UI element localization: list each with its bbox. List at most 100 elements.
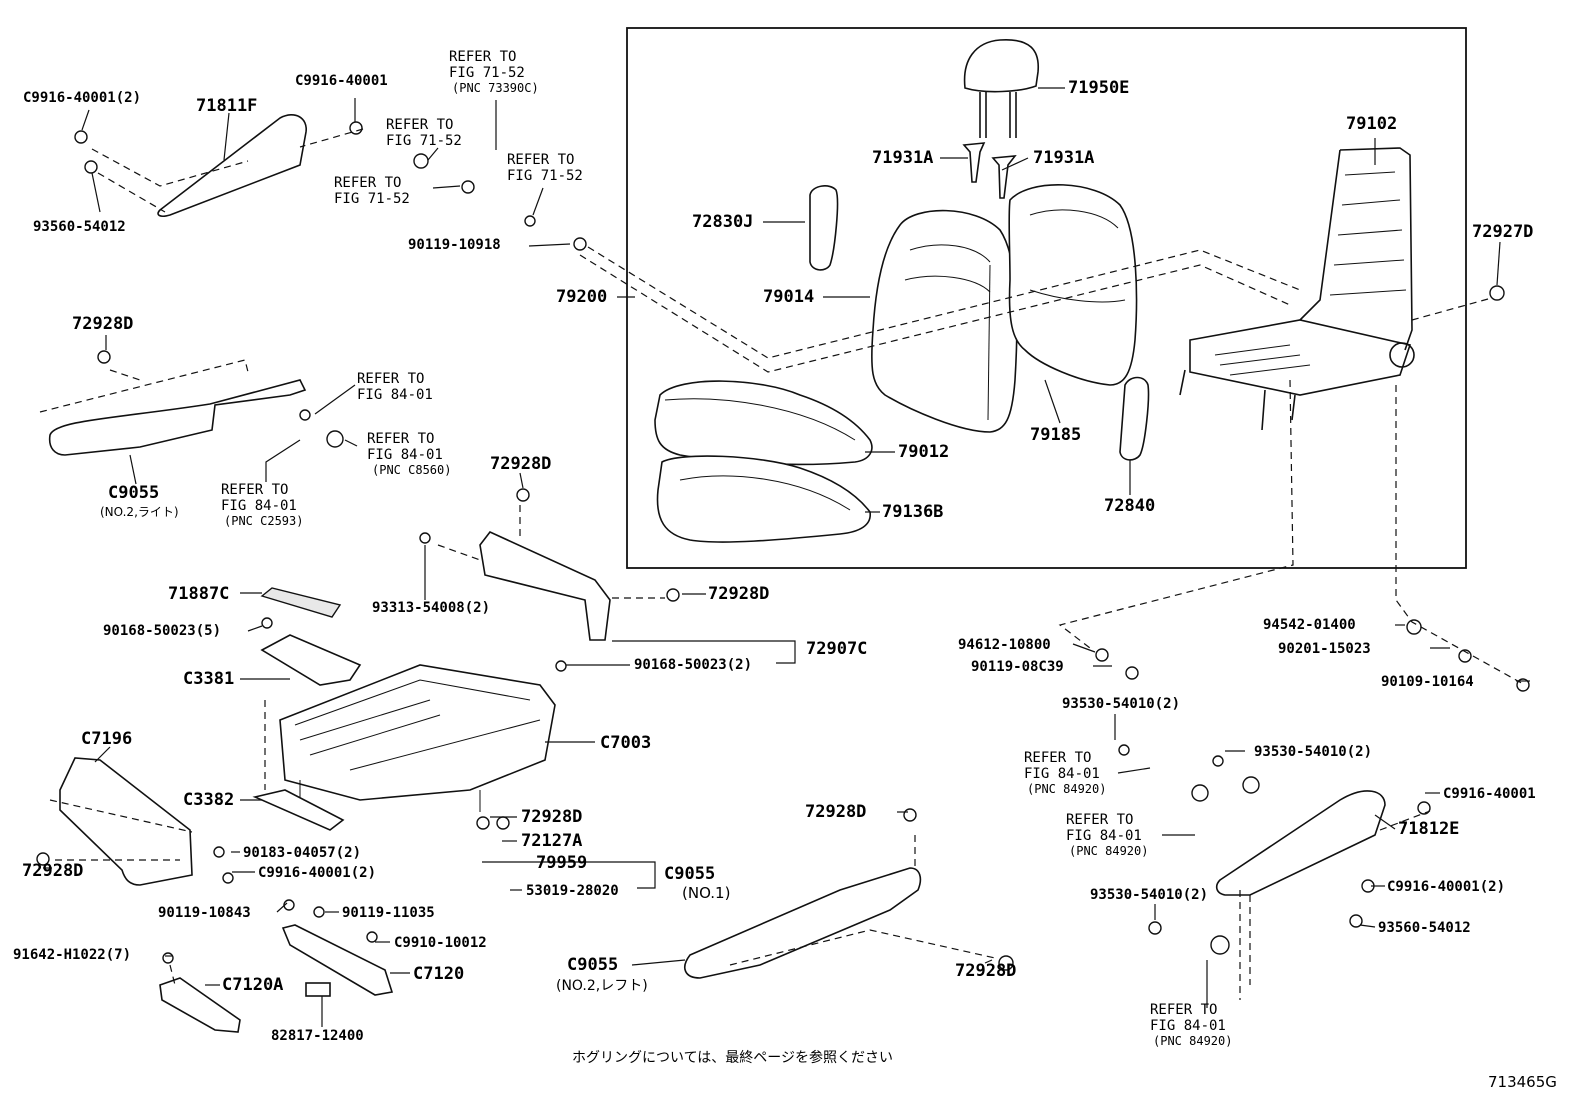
- label-c7120a: C7120A: [222, 975, 284, 995]
- cover-c7196-shape: [59, 757, 193, 886]
- label-71887c: 71887C: [168, 584, 230, 604]
- label-72840: 72840: [1104, 496, 1156, 516]
- cover-72907c-shape: [479, 531, 611, 641]
- label-72928d-g: 72928D: [955, 961, 1017, 981]
- seatback-pad-shape: [1008, 184, 1138, 386]
- label-72928d-e: 72928D: [22, 861, 84, 881]
- seat-frame-shape: [1179, 147, 1415, 431]
- label-82817-12400: 82817-12400: [271, 1028, 364, 1044]
- label-refer-i-2: FIG 84-01: [1066, 828, 1142, 844]
- bracket-c3382-shape: [252, 789, 345, 831]
- label-72907c: 72907C: [806, 639, 868, 659]
- side-panel-72830j-shape: [809, 185, 839, 271]
- label-refer-h-3: (PNC 84920): [1027, 782, 1107, 796]
- label-90201-15023: 90201-15023: [1278, 641, 1371, 657]
- label-refer-e-2: FIG 84-01: [357, 387, 433, 403]
- label-c9055-mid: C9055: [664, 864, 716, 884]
- label-79014: 79014: [763, 287, 815, 307]
- side-panel-72840-shape: [1119, 376, 1150, 461]
- label-53019-28020: 53019-28020: [526, 883, 619, 899]
- label-90168-50023-5: 90168-50023(5): [103, 623, 222, 639]
- seat-assembly-frame: [626, 27, 1467, 569]
- label-c9055-mid-sub: (NO.1): [682, 884, 731, 902]
- label-79102: 79102: [1346, 114, 1398, 134]
- label-c9916-40001-2-right: C9916-40001(2): [1387, 879, 1506, 895]
- figure-code: 713465G: [1488, 1073, 1557, 1091]
- label-90183-04057: 90183-04057(2): [243, 845, 362, 861]
- label-refer-f-2: FIG 84-01: [367, 447, 443, 463]
- label-c9916-40001-top: C9916-40001: [295, 73, 388, 89]
- label-c3381: C3381: [183, 669, 235, 689]
- label-c7003: C7003: [600, 733, 652, 753]
- label-90119-11035: 90119-11035: [342, 905, 435, 921]
- cover-c9055-left-shape: [684, 867, 922, 979]
- label-93530-54010-b: 93530-54010(2): [1254, 744, 1373, 760]
- label-c3382: C3382: [183, 790, 235, 810]
- label-72127a: 72127A: [521, 831, 583, 851]
- label-refer-h-1: REFER TO: [1024, 750, 1092, 766]
- label-94542-01400: 94542-01400: [1263, 617, 1356, 633]
- label-93530-54010-c: 93530-54010(2): [1090, 887, 1209, 903]
- label-c9916-40001-2-top: C9916-40001(2): [23, 90, 142, 106]
- label-72928d-f: 72928D: [805, 802, 867, 822]
- pad-71887c-shape: [260, 587, 342, 618]
- label-c9055-right-sub: (NO.2,ライト): [100, 505, 179, 519]
- label-c9055-left-sub: (NO.2,レフト): [556, 978, 648, 994]
- label-72927d: 72927D: [1472, 222, 1534, 242]
- label-94612-10800: 94612-10800: [958, 637, 1051, 653]
- label-c9055-right: C9055: [108, 483, 160, 503]
- headrest-guides: [962, 142, 1017, 199]
- label-72928d-a: 72928D: [72, 314, 134, 334]
- label-72928d-d: 72928D: [521, 807, 583, 827]
- label-refer-g-3: (PNC C2593): [224, 514, 304, 528]
- label-71812e: 71812E: [1398, 819, 1460, 839]
- label-72830j: 72830J: [692, 212, 754, 232]
- label-c9055-left: C9055: [567, 955, 619, 975]
- label-c9916-40001-right: C9916-40001: [1443, 786, 1536, 802]
- label-c9916-40001-2-mid: C9916-40001(2): [258, 865, 377, 881]
- label-71811f: 71811F: [196, 96, 258, 116]
- label-93560-54012-right: 93560-54012: [1378, 920, 1471, 936]
- label-c7120: C7120: [413, 964, 465, 984]
- label-refer-c-1: REFER TO: [334, 175, 402, 191]
- seat-cushion-pad-shape: [656, 455, 871, 543]
- label-refer-a-3: (PNC 73390C): [452, 81, 539, 95]
- label-93313-54008: 93313-54008(2): [372, 600, 491, 616]
- label-90119-10843: 90119-10843: [158, 905, 251, 921]
- label-90119-10918: 90119-10918: [408, 237, 501, 253]
- label-refer-d-1: REFER TO: [507, 152, 575, 168]
- label-c9910-10012: C9910-10012: [394, 935, 487, 951]
- label-refer-f-3: (PNC C8560): [372, 463, 452, 477]
- label-refer-j-2: FIG 84-01: [1150, 1018, 1226, 1034]
- label-93560-54012-left: 93560-54012: [33, 219, 126, 235]
- headrest-shape: [963, 39, 1040, 138]
- label-71931a-left: 71931A: [872, 148, 934, 168]
- label-90168-50023-2: 90168-50023(2): [634, 657, 753, 673]
- label-79012: 79012: [898, 442, 950, 462]
- label-c7196: C7196: [81, 729, 133, 749]
- label-refer-b-1: REFER TO: [386, 117, 454, 133]
- label-refer-f-1: REFER TO: [367, 431, 435, 447]
- label-79136b: 79136B: [882, 502, 944, 522]
- label-79959: 79959: [536, 853, 588, 873]
- seat-cushion-cover-shape: [654, 380, 873, 466]
- label-93530-54010-a: 93530-54010(2): [1062, 696, 1181, 712]
- label-refer-g-2: FIG 84-01: [221, 498, 297, 514]
- footnote-text: ホグリングについては、最終ページを参照ください: [572, 1050, 894, 1066]
- label-refer-i-3: (PNC 84920): [1069, 844, 1149, 858]
- leader-lines: [43, 87, 1530, 1027]
- label-72928d-b: 72928D: [490, 454, 552, 474]
- seatback-cover-shape: [871, 209, 1018, 433]
- shield-71812e-shape: [1215, 790, 1386, 896]
- label-72928d-c: 72928D: [708, 584, 770, 604]
- fastener-marks: [36, 121, 1530, 971]
- label-90109-10164: 90109-10164: [1381, 674, 1474, 690]
- label-refer-g-1: REFER TO: [221, 482, 289, 498]
- label-refer-j-3: (PNC 84920): [1153, 1034, 1233, 1048]
- bracket-c3381-shape: [260, 634, 362, 686]
- label-refer-d-2: FIG 71-52: [507, 168, 583, 184]
- label-refer-e-1: REFER TO: [357, 371, 425, 387]
- label-refer-c-2: FIG 71-52: [334, 191, 410, 207]
